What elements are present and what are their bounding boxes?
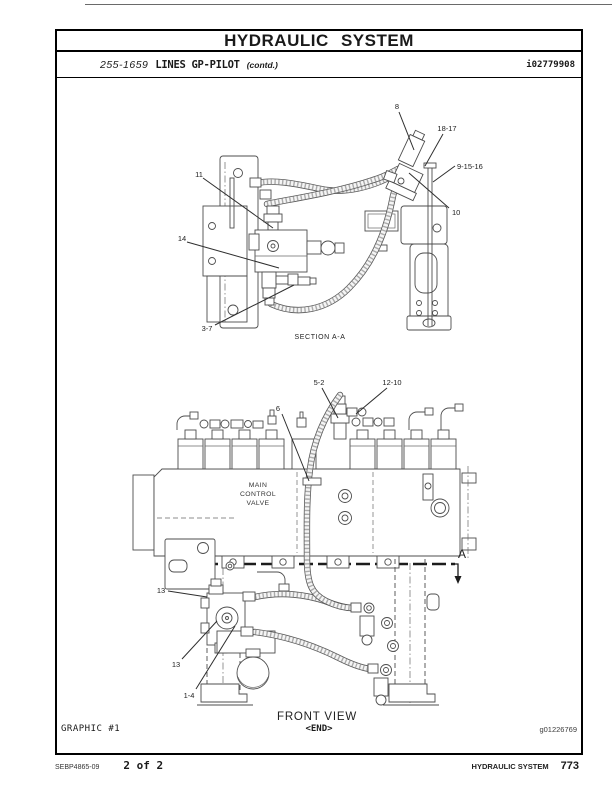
callout-1-4: 1-4 (184, 691, 195, 700)
graphic-id: g01226769 (539, 725, 577, 734)
page-of: 2 of 2 (123, 759, 164, 772)
callout-18-17: 18-17 (437, 124, 456, 133)
graphic-caption-row: GRAPHIC #1 <END> g01226769 (61, 723, 577, 734)
callout-12-10: 12-10 (382, 378, 401, 387)
front-view-caption: FRONT VIEW (277, 711, 357, 723)
callout-3-7: 3-7 (202, 324, 213, 333)
solenoid-valve-cluster (350, 602, 399, 706)
section-caption: SECTION A-A (295, 334, 346, 341)
section-heading-group: 255-1659 LINES GP-PILOT (contd.) (100, 59, 278, 71)
end-tag: <END> (305, 724, 333, 734)
footer-section: HYDRAULIC SYSTEM (471, 762, 549, 771)
pilot-manifold (200, 578, 246, 654)
front-view-diagram: MAIN CONTROL VALVE A A (132, 378, 477, 723)
callout-6: 6 (276, 404, 280, 413)
section-header: 255-1659 LINES GP-PILOT (contd.) i027799… (57, 52, 581, 78)
top-fittings (176, 403, 464, 430)
valve-label-line3: VALVE (247, 500, 270, 507)
valve-label-line2: CONTROL (240, 491, 276, 498)
valve-label-line1: MAIN (249, 482, 268, 489)
pilot-hoses-bottom (240, 395, 370, 669)
section-code: 255-1659 (100, 58, 149, 71)
hydraulic-diagram-svg: 8 18-17 9-15-16 10 11 14 3-7 SECTION A-A (132, 102, 483, 723)
callout-9-15-16: 9-15-16 (457, 162, 483, 171)
section-letter-right: A (458, 547, 466, 561)
section-title: LINES GP-PILOT (155, 58, 240, 71)
right-mounting-bracket (364, 162, 452, 331)
front-left-plate (164, 538, 290, 592)
page-footer: SEBP4865-09 2 of 2 HYDRAULIC SYSTEM 773 (55, 759, 579, 772)
section-a-a-diagram: 8 18-17 9-15-16 10 11 14 3-7 SECTION A-A (178, 102, 483, 341)
callout-11: 11 (195, 170, 203, 179)
doc-id: i02779908 (526, 59, 575, 70)
callout-5-2: 5-2 (314, 378, 325, 387)
callout-13-lower: 13 (172, 660, 180, 669)
accumulator (216, 630, 276, 690)
footer-right: HYDRAULIC SYSTEM 773 (472, 760, 579, 772)
top-rule (85, 4, 612, 5)
graphic-label: GRAPHIC #1 (61, 724, 121, 734)
callout-13-upper: 13 (157, 586, 165, 595)
hose-clamp (302, 477, 322, 486)
hose-crimp-end (249, 177, 262, 188)
graphic-area: 8 18-17 9-15-16 10 11 14 3-7 SECTION A-A (57, 78, 581, 750)
contd-note: (contd.) (246, 59, 278, 70)
hose-crimp (242, 591, 256, 602)
callout-8: 8 (395, 102, 399, 111)
callout-10: 10 (452, 208, 460, 217)
pilot-hoses-top (249, 169, 406, 310)
callout-14: 14 (178, 234, 186, 243)
pilot-valve-assembly (248, 189, 345, 306)
page-title: HYDRAULIC SYSTEM (57, 31, 581, 52)
upper-fitting-assembly (383, 129, 426, 202)
page-number: 773 (560, 760, 579, 772)
footer-left: SEBP4865-09 2 of 2 (55, 759, 163, 772)
hose-crimp (240, 626, 254, 637)
left-mounting-bracket (202, 155, 259, 329)
valve-sections-row (177, 429, 457, 470)
bottom-diagram-leaders (167, 387, 388, 690)
top-diagram-leaders (186, 111, 456, 326)
manual-code: SEBP4865-09 (55, 764, 100, 771)
document-border: HYDRAULIC SYSTEM 255-1659 LINES GP-PILOT… (55, 29, 583, 755)
